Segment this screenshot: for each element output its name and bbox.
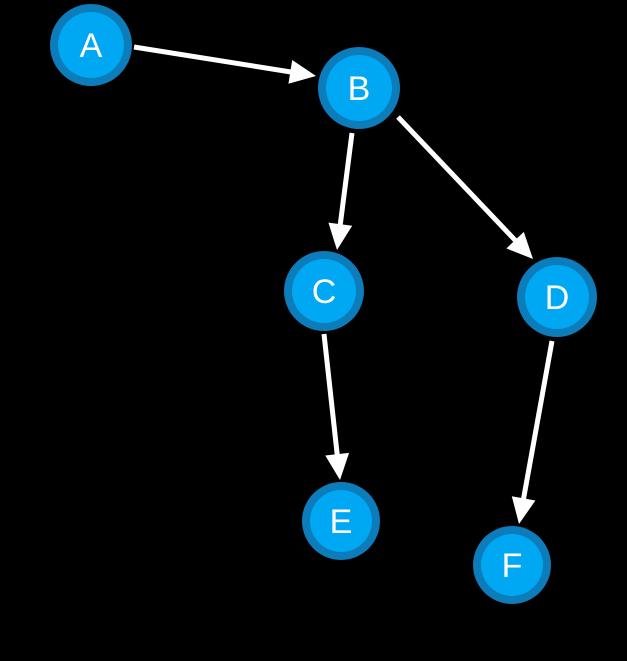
arrowhead-icon: [511, 496, 536, 524]
graph-edge-d-to-f[interactable]: [511, 340, 555, 524]
node-fill: [326, 55, 392, 121]
graph-edge-b-to-d[interactable]: [396, 115, 533, 259]
node-fill: [58, 12, 124, 78]
edge-shaft: [337, 132, 355, 228]
graph-node-b[interactable]: B: [318, 47, 400, 129]
graph-node-a[interactable]: A: [50, 4, 132, 86]
graph-node-d[interactable]: D: [517, 257, 597, 337]
graph-node-f[interactable]: F: [473, 526, 551, 604]
node-fill: [481, 534, 543, 596]
node-fill: [525, 265, 589, 329]
graph-node-e[interactable]: E: [302, 482, 380, 560]
arrowhead-icon: [328, 222, 353, 250]
arrowhead-icon: [288, 60, 316, 84]
nodes-layer: A B C D E F: [50, 4, 597, 604]
node-fill: [292, 259, 356, 323]
node-fill: [310, 490, 372, 552]
arrowhead-icon: [506, 231, 533, 259]
edges-layer: [133, 44, 555, 524]
edge-shaft: [133, 44, 294, 75]
edge-shaft: [396, 115, 519, 245]
arrowhead-icon: [325, 452, 350, 480]
edge-shaft: [520, 340, 555, 502]
graph-node-c[interactable]: C: [284, 251, 364, 331]
graph-edge-b-to-c[interactable]: [328, 132, 355, 250]
graph-edge-c-to-e[interactable]: [321, 333, 350, 480]
graph-edge-a-to-b[interactable]: [133, 44, 316, 84]
edge-shaft: [321, 333, 340, 458]
